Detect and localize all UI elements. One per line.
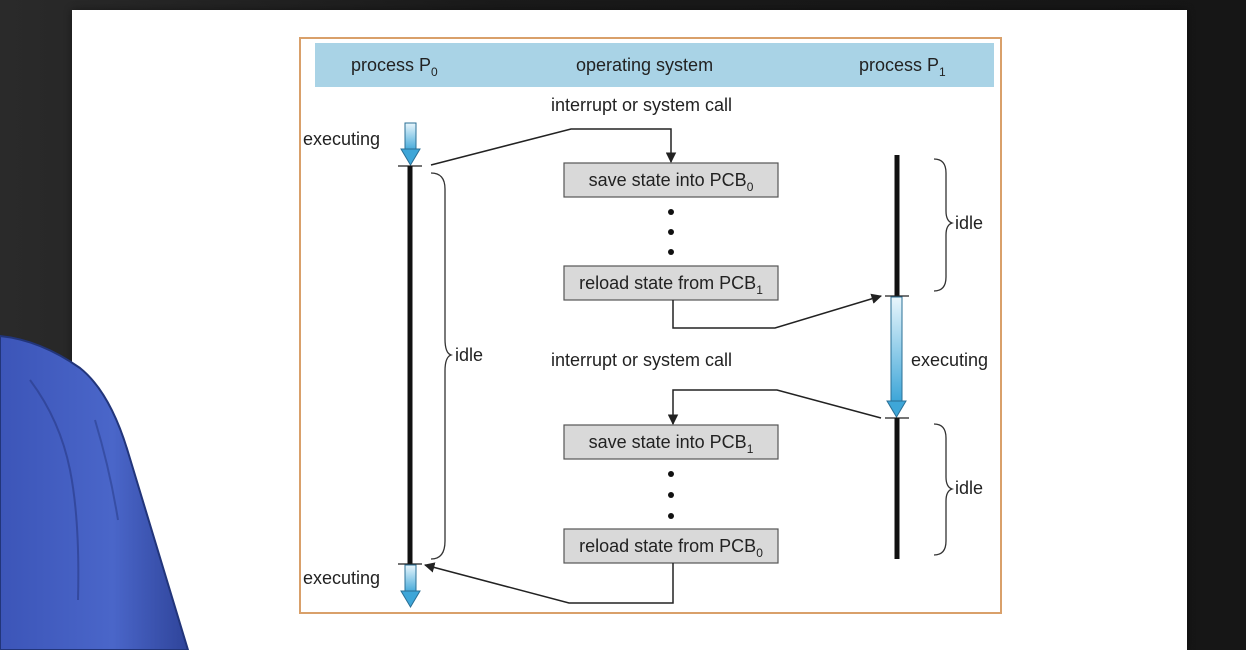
header-band <box>315 43 994 87</box>
p1-idle-brace-top <box>933 158 955 292</box>
p0-idle-label: idle <box>455 345 483 365</box>
context-switch-diagram: process P0 operating system process P1 i… <box>303 43 994 608</box>
arrow-p0-to-save-pcb0 <box>430 128 677 166</box>
p0-executing-label-bottom: executing <box>303 568 380 588</box>
header-process-p0: process P0 <box>351 55 438 79</box>
p0-executing-arrow-bottom <box>400 564 421 608</box>
header-process-p1: process P1 <box>859 55 946 79</box>
p1-executing-label: executing <box>911 350 988 370</box>
box-reload-state-pcb0-text: reload state from PCB0 <box>579 536 763 560</box>
box-reload-state-pcb0 <box>563 528 779 564</box>
p0-executing-label-top: executing <box>303 129 380 149</box>
p1-idle-brace-bottom <box>933 423 955 556</box>
arrow-reload-pcb0-to-p0 <box>423 562 674 604</box>
p0-idle-brace <box>430 172 454 560</box>
p1-executing-arrow <box>886 296 907 418</box>
context-switch-figure: process P0 operating system process P1 i… <box>299 37 1002 614</box>
box-reload-state-pcb1 <box>563 265 779 301</box>
interrupt-label-top: interrupt or system call <box>551 95 732 115</box>
interrupt-label-middle: interrupt or system call <box>551 350 732 370</box>
box-save-state-pcb0-text: save state into PCB0 <box>589 170 754 194</box>
box-save-state-pcb1-text: save state into PCB1 <box>589 432 754 456</box>
ellipsis-dot-4 <box>668 471 674 477</box>
arrow-p1-to-save-pcb1 <box>667 389 882 426</box>
ellipsis-dot-1 <box>668 209 674 215</box>
ellipsis-dot-3 <box>668 249 674 255</box>
box-reload-state-pcb1-text: reload state from PCB1 <box>579 273 763 297</box>
ellipsis-dot-5 <box>668 492 674 498</box>
header-operating-system: operating system <box>576 55 713 75</box>
p1-idle-label-bottom: idle <box>955 478 983 498</box>
box-save-state-pcb0 <box>563 162 779 198</box>
p0-executing-arrow-top <box>400 122 421 166</box>
p1-idle-label-top: idle <box>955 213 983 233</box>
ellipsis-dot-6 <box>668 513 674 519</box>
arrow-reload-pcb1-to-p1 <box>672 293 883 329</box>
ellipsis-dot-2 <box>668 229 674 235</box>
